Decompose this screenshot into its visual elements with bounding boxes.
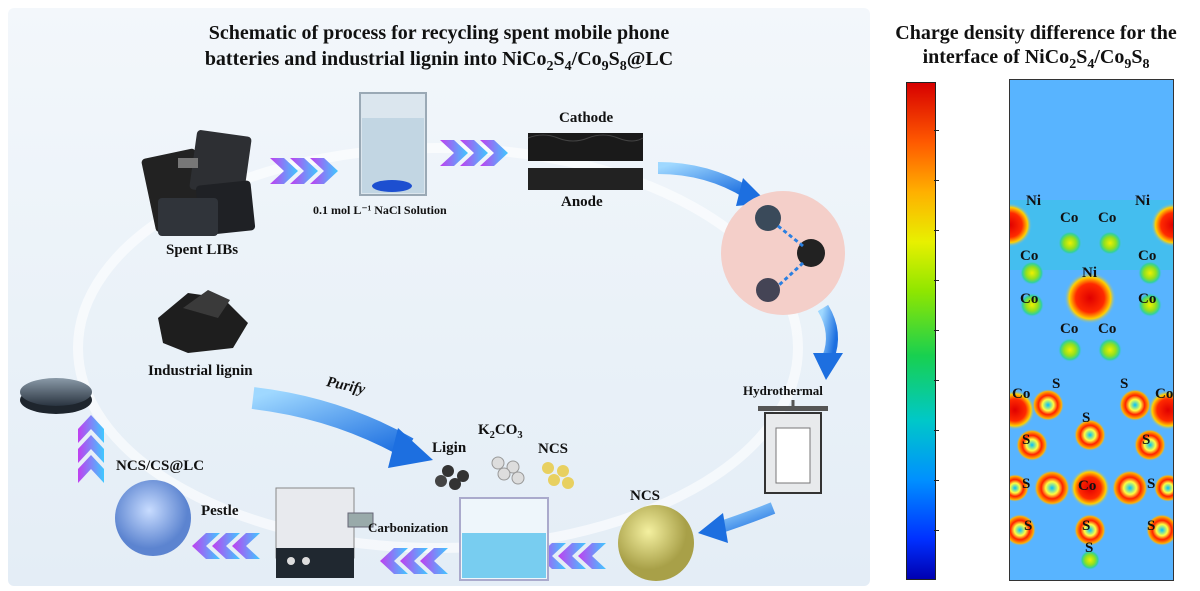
anode-label: Anode: [561, 194, 603, 210]
atom-label-s: S: [1024, 518, 1033, 534]
nacl-label: 0.1 mol L⁻¹ NaCl Solution: [313, 203, 447, 217]
lignin-rocks-image: [158, 290, 248, 353]
atom-label-co: Co: [1020, 291, 1039, 307]
ncs-sphere-image: [618, 505, 694, 581]
disassembly-circle: [721, 191, 845, 315]
cdd-title-line2: interface of NiCo2S4/Co9S8: [922, 46, 1150, 72]
cathode-label: Cathode: [559, 110, 614, 126]
atom-label-co: Co: [1060, 210, 1079, 226]
ncs-label: NCS: [630, 488, 661, 504]
coin-cell-image: [20, 378, 92, 414]
tube-furnace-image: [275, 487, 374, 578]
schematic-svg: [20, 92, 845, 581]
atom-label-ni: Ni: [1026, 193, 1041, 209]
colorbar-tick: [934, 130, 939, 131]
flow-arrow: [817, 304, 838, 361]
chevron-arrow-icon: [440, 140, 508, 166]
atom-label-co: Co: [1155, 386, 1174, 402]
colorbar-tick: [934, 380, 939, 381]
atom-label-co: Co: [1138, 291, 1157, 307]
k2co3-label: K2CO3: [478, 422, 523, 441]
atom-label-s: S: [1022, 432, 1031, 448]
chevron-arrow-icon: [270, 158, 338, 184]
colorbar-tick: [934, 180, 939, 181]
colorbar-tick: [934, 330, 939, 331]
atom-label-s: S: [1147, 518, 1156, 534]
atom-label-s: S: [1085, 540, 1094, 556]
atom-label-s: S: [1142, 432, 1151, 448]
chevron-arrow-icon: [192, 533, 260, 559]
chevron-arrow-icon: [78, 415, 104, 483]
k2co3-particles: [491, 456, 525, 485]
colorbar-tick: [934, 530, 939, 531]
atom-label-co: Co: [1138, 248, 1157, 264]
schematic-title-line2: batteries and industrial lignin into NiC…: [204, 48, 674, 74]
beaker-water-image: [459, 497, 549, 581]
atom-label-s: S: [1120, 376, 1129, 392]
charge-density-map: Ni Ni Co Co Co Co Ni Co Co Co Co Co S S …: [1009, 79, 1174, 581]
atom-label-s: S: [1022, 476, 1031, 492]
spent-libs-image: [141, 130, 256, 236]
atom-label-co: Co: [1060, 321, 1079, 337]
atom-label-s: S: [1147, 476, 1156, 492]
colorbar-tick: [934, 480, 939, 481]
process-schematic-panel: Schematic of process for recycling spent…: [8, 8, 870, 586]
beaker-nacl-image: [359, 92, 427, 196]
flow-arrow: [657, 162, 752, 199]
atom-label-co: Co: [1098, 210, 1117, 226]
ncs-small-label: NCS: [538, 441, 569, 457]
colorbar-tick: [934, 280, 939, 281]
cathode-strip-image: [527, 133, 644, 161]
atom-label-s: S: [1082, 410, 1091, 426]
ncs-particles: [542, 462, 574, 489]
atom-label-co: Co: [1098, 321, 1117, 337]
atom-label-ni: Ni: [1082, 265, 1097, 281]
colorbar-tick: [934, 230, 939, 231]
industrial-lignin-label: Industrial lignin: [148, 363, 253, 379]
anode-strip-image: [528, 168, 643, 190]
atom-label-s: S: [1082, 518, 1091, 534]
ligin-label: Ligin: [432, 440, 467, 456]
spent-libs-label: Spent LIBs: [166, 242, 239, 258]
flow-arrow: [716, 502, 776, 534]
autoclave-image: [758, 400, 828, 494]
ncs-cs-lc-label: NCS/CS@LC: [116, 458, 205, 474]
atom-label-co: Co: [1078, 478, 1097, 494]
atom-label-co: Co: [1012, 386, 1031, 402]
pestle-label: Pestle: [201, 503, 239, 519]
charge-density-svg: [1010, 80, 1173, 580]
atom-label-ni: Ni: [1135, 193, 1150, 209]
color-scale-bar: [906, 82, 936, 580]
atom-label-co: Co: [1020, 248, 1039, 264]
schematic-title-line1: Schematic of process for recycling spent…: [208, 22, 670, 44]
colorbar-tick: [934, 430, 939, 431]
ligin-particles: [435, 465, 469, 490]
purify-arrow: [251, 387, 414, 458]
hydrothermal-label: Hydrothermal: [743, 383, 823, 398]
cdd-title-line1: Charge density difference for the: [895, 22, 1177, 44]
ncs-cs-lc-sphere-image: [115, 480, 191, 556]
chevron-arrow-icon: [380, 548, 448, 574]
atom-label-s: S: [1052, 376, 1061, 392]
carbonization-label: Carbonization: [368, 520, 449, 535]
